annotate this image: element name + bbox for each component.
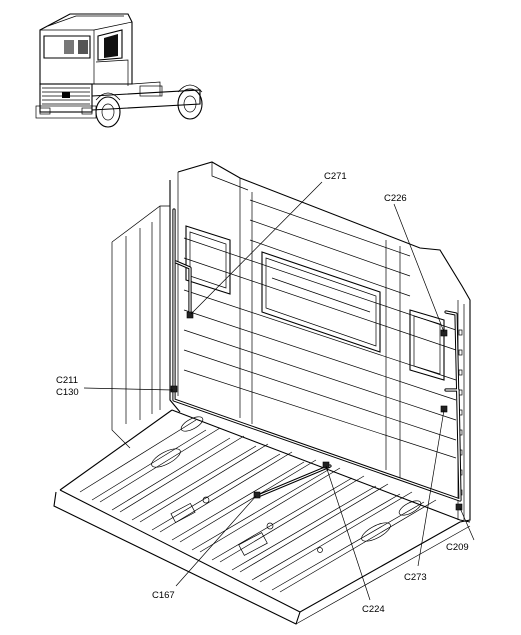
label-c209: C209	[446, 542, 469, 553]
label-c271: C271	[324, 171, 347, 182]
connector-c130	[170, 385, 178, 393]
wiring-harness	[172, 208, 462, 502]
label-c167: C167	[152, 590, 175, 601]
label-c226: C226	[384, 193, 407, 204]
callout-labels: C271 C226 C211 C130 C209 C273 C167 C224	[56, 171, 469, 615]
connector-c271	[186, 311, 194, 319]
truck-thumbnail	[35, 13, 203, 128]
connectors	[170, 311, 463, 511]
cab-rear-wall-drawing	[53, 161, 471, 625]
connector-c209	[455, 503, 463, 511]
connector-c167	[253, 491, 261, 499]
label-c130: C130	[56, 387, 79, 398]
connector-c224	[322, 461, 330, 469]
connector-c226	[440, 329, 448, 337]
label-c211: C211	[56, 375, 78, 386]
label-c273: C273	[404, 572, 427, 583]
label-c224: C224	[362, 604, 385, 615]
leader-lines	[83, 181, 475, 601]
